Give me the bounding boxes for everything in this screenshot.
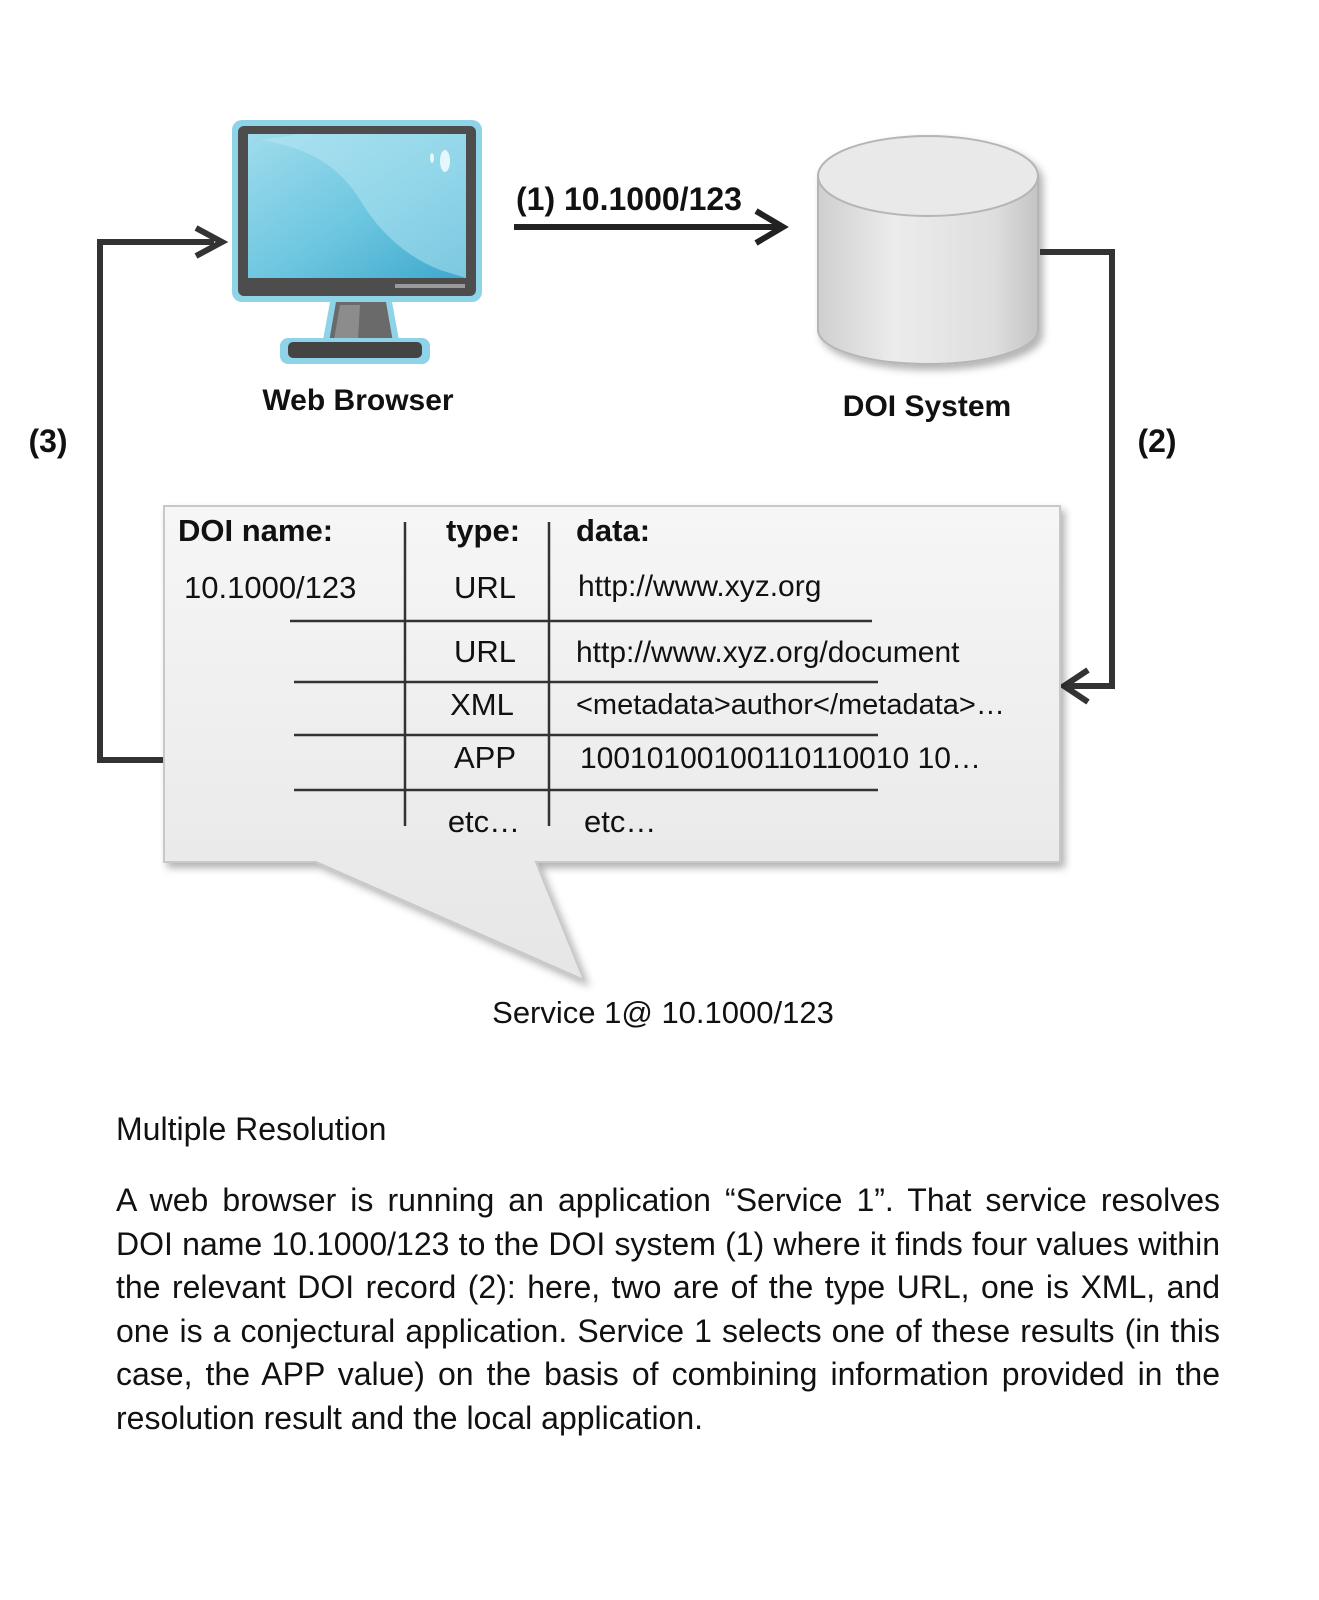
row-type: XML	[450, 687, 514, 722]
header-type: type:	[446, 513, 520, 548]
step-1-label: (1) 10.1000/123	[516, 181, 742, 217]
database-icon	[817, 135, 1039, 365]
caption-body: A web browser is running an application …	[116, 1182, 1220, 1436]
row-data: http://www.xyz.org/document	[576, 636, 960, 669]
record-doi-name: 10.1000/123	[184, 570, 356, 605]
arrow-step-2	[1040, 249, 1115, 705]
browser-label: Web Browser	[262, 384, 453, 417]
row-data: etc…	[584, 804, 656, 839]
doi-record-callout	[163, 505, 1061, 982]
row-type: URL	[454, 634, 516, 669]
step-3-label: (3)	[28, 423, 67, 459]
row-type: etc…	[448, 804, 520, 839]
record-table-lines	[290, 522, 878, 826]
row-data: http://www.xyz.org	[578, 570, 821, 603]
doi-system-label: DOI System	[843, 390, 1011, 423]
doi-resolution-diagram: Web Browser DOI System (1) 10.1000/123 (…	[28, 120, 1177, 1030]
header-doi-name: DOI name:	[178, 513, 333, 548]
monitor-icon	[232, 120, 482, 364]
caption-title: Multiple Resolution	[116, 1111, 387, 1147]
caption: Multiple Resolution A web browser is run…	[116, 1108, 1220, 1440]
row-type: URL	[454, 570, 516, 605]
row-type: APP	[454, 740, 516, 775]
service-label: Service 1@ 10.1000/123	[492, 995, 834, 1030]
step-2-label: (2)	[1137, 423, 1176, 459]
arrow-step-1	[514, 208, 789, 246]
header-data: data:	[576, 513, 650, 548]
row-data: <metadata>author</metadata>…	[576, 689, 1005, 721]
row-data: 10010100100110110010 10…	[580, 742, 981, 775]
